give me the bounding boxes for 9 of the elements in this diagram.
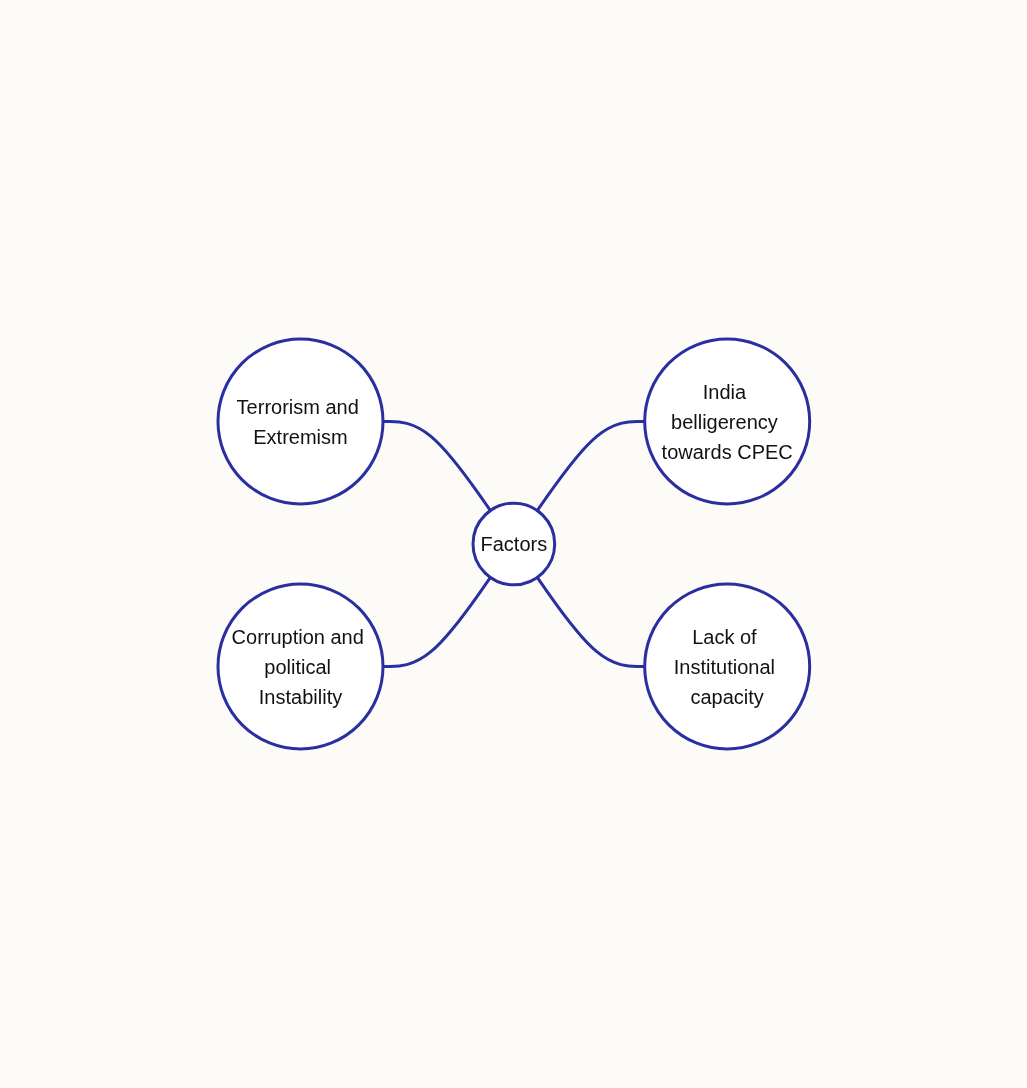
- connector: [382, 576, 492, 668]
- node-circle: Lack of Institutional capacity: [642, 582, 811, 751]
- connector: [535, 420, 645, 512]
- node-circle: Factors: [471, 501, 556, 587]
- node-circle: India belligerency towards CPEC: [642, 337, 811, 506]
- node-circle: Terrorism and Extremism: [216, 337, 385, 506]
- connector: [535, 576, 645, 668]
- node-circle: Corruption and political Instability: [216, 582, 385, 751]
- connector: [382, 420, 492, 512]
